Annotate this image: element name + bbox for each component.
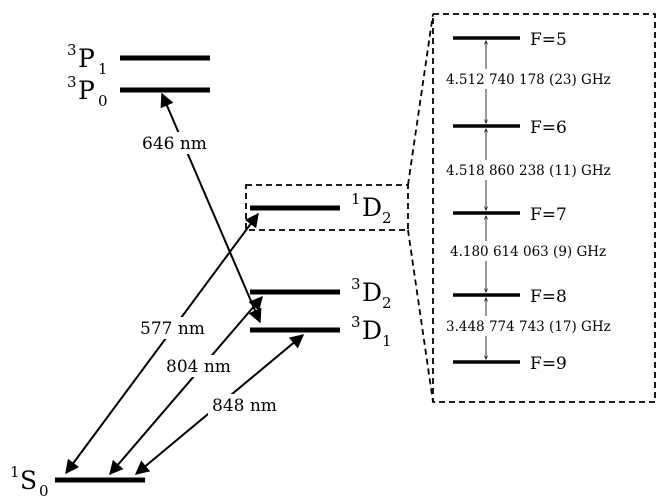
hf-label-F5: F=5 <box>530 30 567 50</box>
hf-label-F7: F=7 <box>530 205 567 225</box>
hf-freq-8-9: 3.448 774 743 (17) GHz <box>446 319 611 335</box>
label-3D2: 3 D 2 <box>351 275 392 312</box>
wavelength-848: 848 nm <box>212 396 277 416</box>
svg-text:D: D <box>362 193 382 222</box>
zoom-selection-box <box>245 184 409 231</box>
hf-label-F9: F=9 <box>530 354 567 374</box>
svg-text:S: S <box>20 466 37 495</box>
svg-text:3: 3 <box>351 313 361 331</box>
svg-text:3: 3 <box>67 73 77 91</box>
hf-freq-6-7: 4.518 860 238 (11) GHz <box>446 163 611 179</box>
hf-label-F8: F=8 <box>530 287 567 307</box>
wavelength-804: 804 nm <box>166 357 231 377</box>
wavelength-577: 577 nm <box>140 319 205 339</box>
label-1D2: 1 D 2 <box>351 190 392 227</box>
zoom-line-bottom <box>407 229 434 403</box>
svg-text:D: D <box>362 316 382 345</box>
hyperfine-panel <box>432 13 656 403</box>
svg-text:1: 1 <box>10 463 20 481</box>
svg-text:0: 0 <box>39 482 49 500</box>
svg-text:0: 0 <box>98 92 108 110</box>
zoom-line-top <box>407 13 434 186</box>
svg-text:1: 1 <box>382 332 392 350</box>
hf-freq-5-6: 4.512 740 178 (23) GHz <box>446 72 611 88</box>
svg-text:1: 1 <box>98 60 108 78</box>
label-3P1: 3 P 1 <box>67 41 108 78</box>
arrow-577nm <box>65 212 259 475</box>
label-1S0: 1 S 0 <box>10 463 49 500</box>
svg-text:3: 3 <box>67 41 77 59</box>
svg-text:3: 3 <box>351 275 361 293</box>
svg-text:1: 1 <box>351 190 361 208</box>
label-3D1: 3 D 1 <box>351 313 392 350</box>
wavelength-646: 646 nm <box>142 134 207 154</box>
svg-text:P: P <box>78 76 95 105</box>
hf-label-F6: F=6 <box>530 118 567 138</box>
svg-text:2: 2 <box>382 294 392 312</box>
svg-text:D: D <box>362 278 382 307</box>
svg-text:2: 2 <box>382 209 392 227</box>
hf-freq-7-8: 4.180 614 063 (9) GHz <box>450 244 606 260</box>
svg-text:P: P <box>78 44 95 73</box>
label-3P0: 3 P 0 <box>67 73 108 110</box>
